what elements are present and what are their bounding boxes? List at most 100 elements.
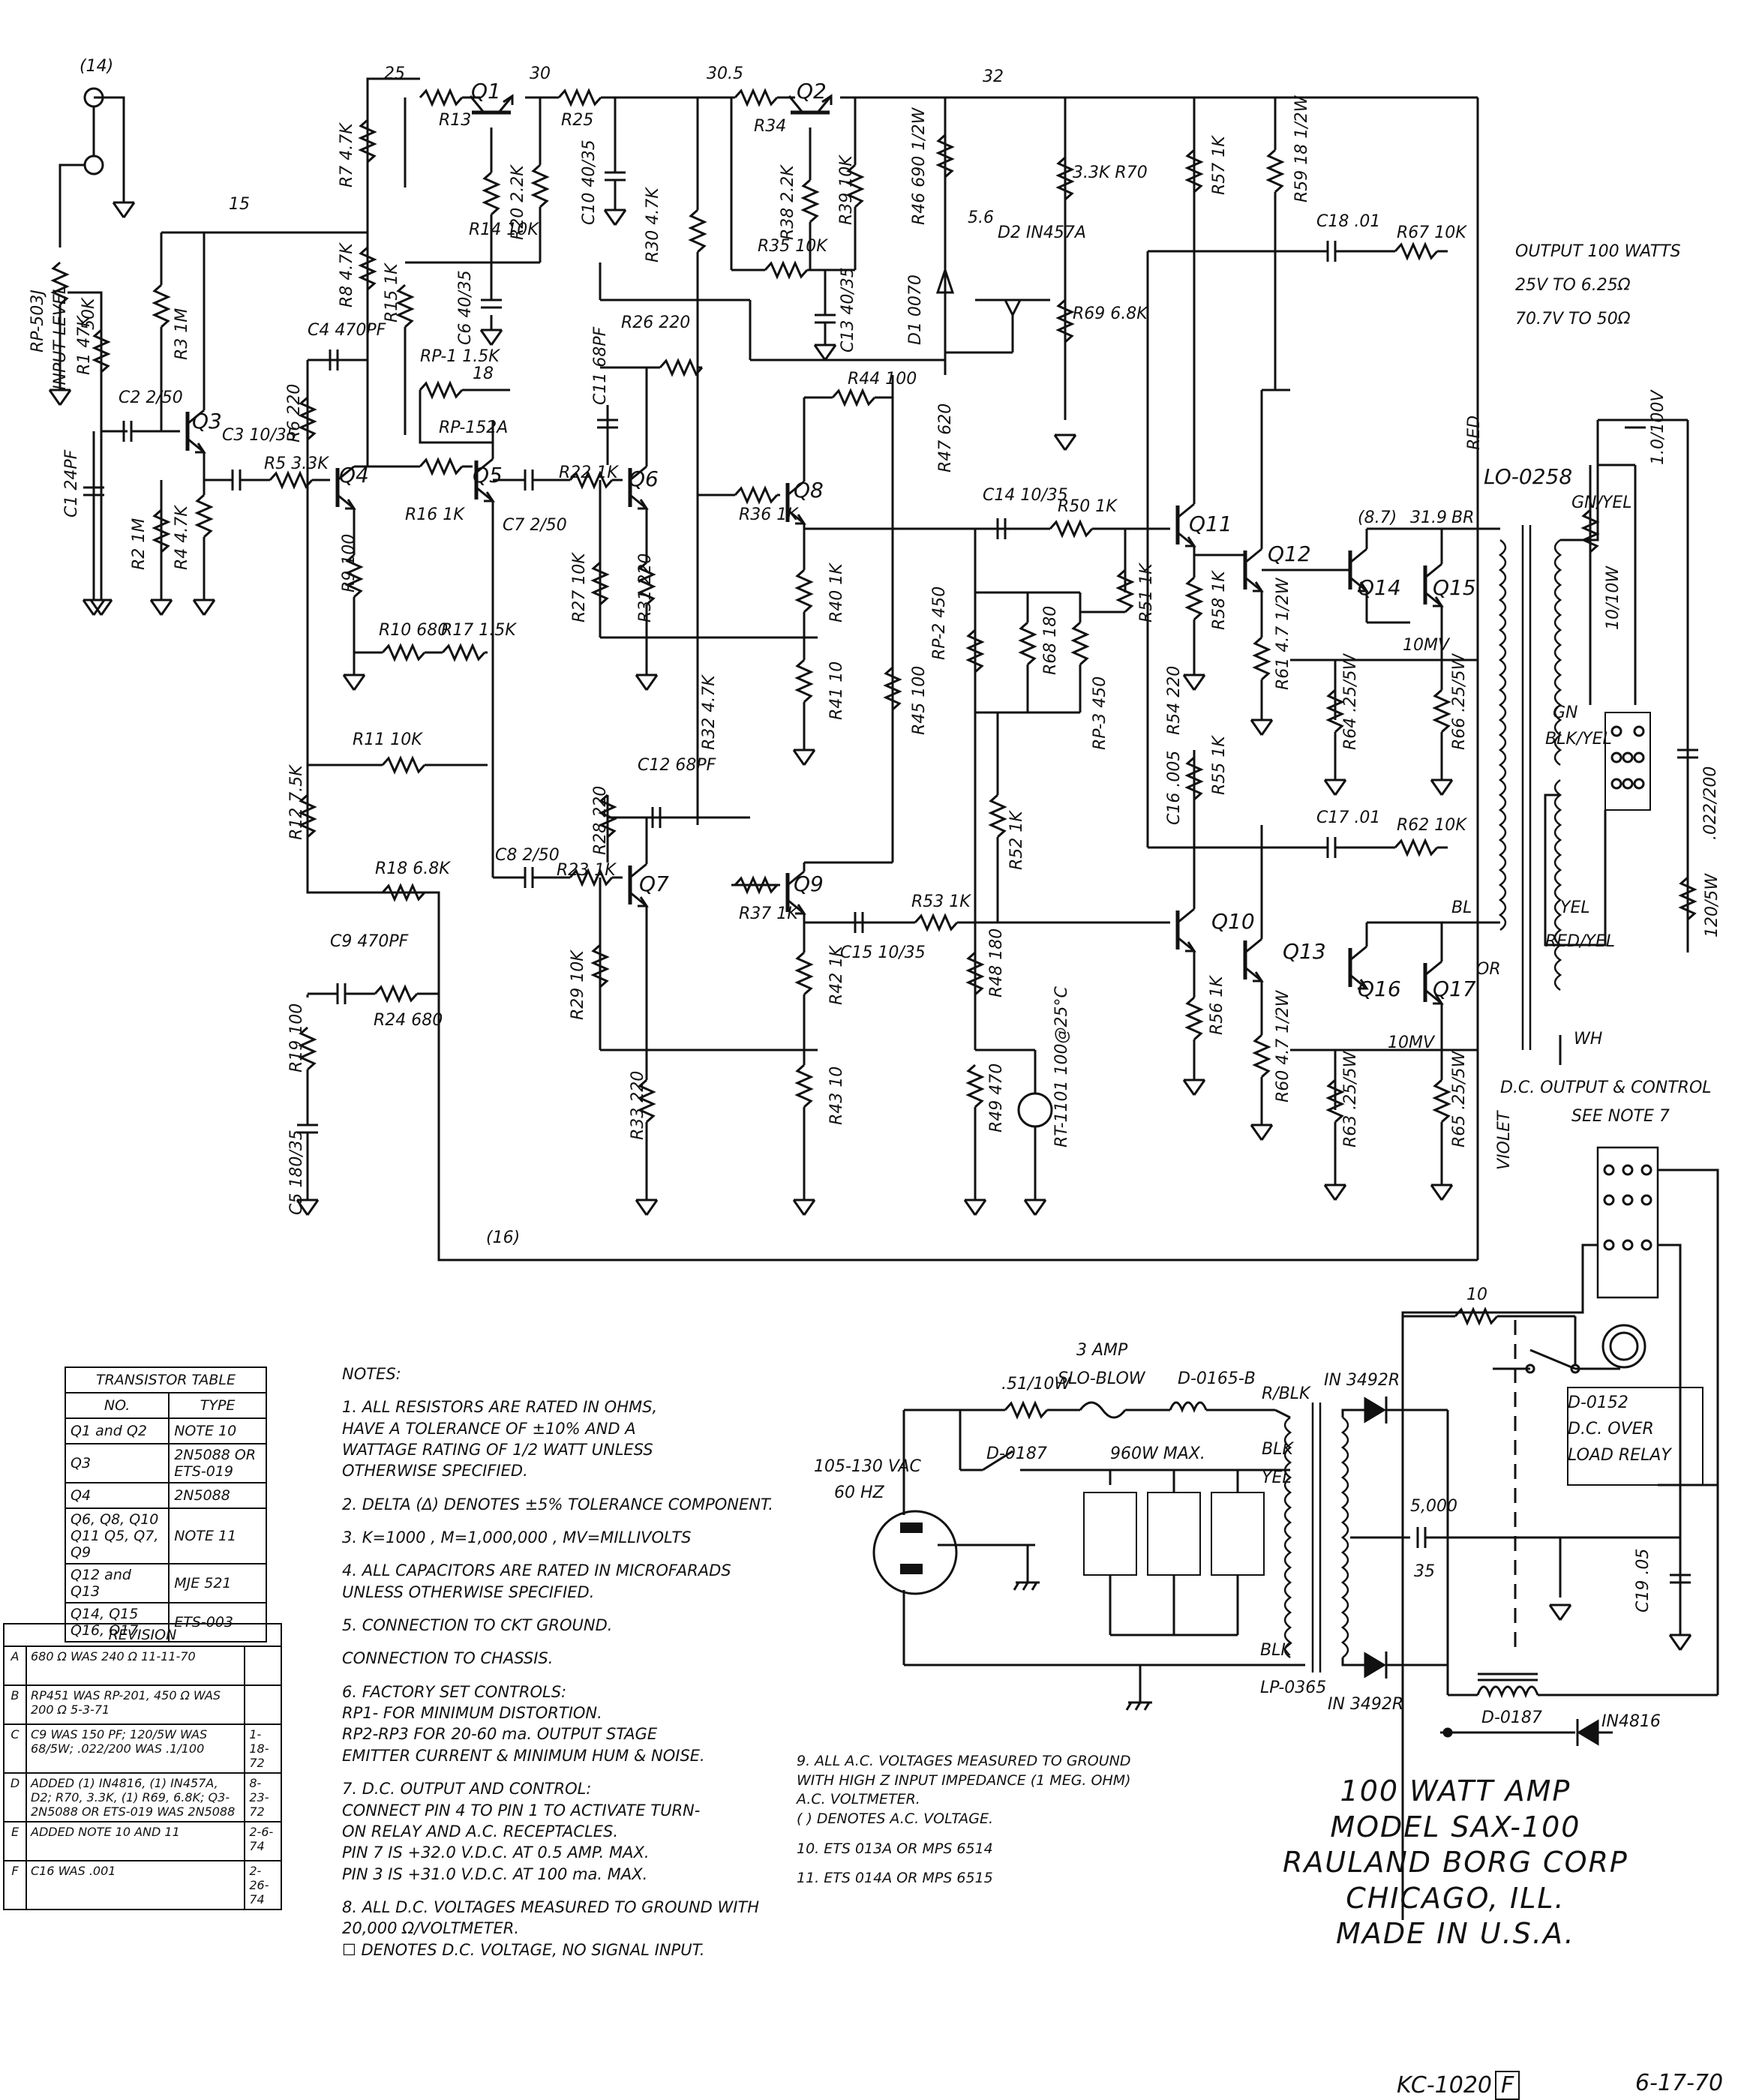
input-control-label: RP-503J xyxy=(29,290,47,352)
revision-letter: D xyxy=(3,1772,27,1822)
revision-letter: E xyxy=(3,1821,27,1862)
r38-label: R38 2.2K xyxy=(779,165,797,240)
node-32: 32 xyxy=(983,68,1004,86)
revision-date: 2-6-74 xyxy=(244,1821,282,1862)
br-label: BR xyxy=(1451,508,1475,527)
r45-label: R45 100 xyxy=(910,665,929,735)
node-8-7: (8.7) xyxy=(1358,508,1397,527)
power-max-label: 960W MAX. xyxy=(1110,1444,1205,1463)
revision-letter: A xyxy=(3,1646,27,1686)
note-7: 7. D.C. OUTPUT AND CONTROL: CONNECT PIN … xyxy=(342,1780,701,1883)
note-3: 3. K=1000 , M=1,000,000 , MV=MILLIVOLTS xyxy=(342,1528,692,1547)
rp1-label: RP-1 1.5K xyxy=(420,347,500,366)
rp2-label: RP-2 450 xyxy=(930,586,949,660)
notes-block: NOTES: 1. ALL RESISTORS ARE RATED IN OHM… xyxy=(342,1364,807,1972)
output-transformer-label: LO-0258 xyxy=(1484,464,1573,489)
c5-label: C5 180/35 xyxy=(287,1130,306,1215)
r2-label: R2 1M xyxy=(130,518,149,570)
transistor-table-head-type: TYPE xyxy=(168,1392,267,1419)
r1-label: R1 47K xyxy=(75,316,94,375)
blk2-label: BLK xyxy=(1260,1641,1292,1660)
yel-label: YEL xyxy=(1560,898,1590,917)
title-line-4: CHICAGO, ILL. xyxy=(1346,1881,1565,1915)
r15-label: R15 1K xyxy=(383,263,401,322)
table-cell: 2N5088 OR ETS-019 xyxy=(168,1443,267,1484)
q2-label: Q2 xyxy=(797,79,827,104)
r58-label: R58 1K xyxy=(1210,571,1229,630)
rblk-label: R/BLK xyxy=(1262,1384,1310,1403)
table-cell: MJE 521 xyxy=(168,1563,267,1604)
note-4: 4. ALL CAPACITORS ARE RATED IN MICROFARA… xyxy=(342,1562,731,1601)
rect-top-label: IN 3492R xyxy=(1324,1371,1400,1390)
blkyel-label: BLK/YEL xyxy=(1545,730,1612,748)
power-transformer-label: LP-0365 xyxy=(1260,1678,1327,1697)
r5-label: R5 3.3K xyxy=(264,454,329,473)
r49-label: R49 470 xyxy=(987,1063,1006,1132)
r34-label: R34 xyxy=(754,117,787,136)
q5-label: Q5 xyxy=(473,463,503,488)
note-1: 1. ALL RESISTORS ARE RATED IN OHMS, HAVE… xyxy=(342,1398,658,1480)
r6-label: R6 220 xyxy=(285,383,304,442)
c4-label: C4 470PF xyxy=(308,321,386,340)
rp3-label: RP-3 450 xyxy=(1091,676,1109,750)
input-level-label: INPUT LEVEL xyxy=(51,284,70,390)
r50-label: R50 1K xyxy=(1058,497,1117,516)
dc-output-label-1: D.C. OUTPUT & CONTROL xyxy=(1500,1078,1712,1097)
redyel-label: RED/YEL xyxy=(1545,932,1616,951)
c-out-label: 1.0/100V xyxy=(1649,390,1667,465)
rt1101-label: RT-1101 100@25°C xyxy=(1052,986,1071,1148)
node-25: 25 xyxy=(384,64,405,83)
r52-label: R52 1K xyxy=(1007,811,1026,870)
table-cell: NOTE 10 xyxy=(168,1418,267,1444)
r27-label: R27 10K xyxy=(570,553,589,622)
r29-label: R29 10K xyxy=(569,950,587,1020)
node-5-6: 5.6 xyxy=(968,208,994,227)
r17-label: R17 1.5K xyxy=(441,621,516,640)
r56-label: R56 1K xyxy=(1208,976,1226,1035)
filter-v-label: 35 xyxy=(1414,1562,1435,1581)
r67-label: R67 10K xyxy=(1397,224,1466,242)
r60-label: R60 4.7 1/2W xyxy=(1274,990,1292,1102)
c15-label: C15 10/35 xyxy=(840,944,926,962)
c1-label: C1 24PF xyxy=(62,449,81,518)
diode-label: IN4816 xyxy=(1601,1712,1661,1731)
node-30: 30 xyxy=(530,64,551,83)
c17-label: C17 .01 xyxy=(1316,808,1381,827)
mv-10-upper: 10MV xyxy=(1403,636,1450,655)
r11-label: R11 10K xyxy=(353,730,422,749)
filter-cap-label: 5,000 xyxy=(1410,1497,1457,1516)
r41-label: R41 10 xyxy=(827,661,846,720)
q14-label: Q14 xyxy=(1358,575,1401,600)
r23-label: R23 1K xyxy=(557,861,616,880)
table-cell: Q3 xyxy=(64,1443,170,1484)
r9-label: R9 100 xyxy=(340,533,359,592)
gn-label: GN xyxy=(1553,704,1578,722)
r7-label: R7 4.7K xyxy=(338,123,356,188)
r54-label: R54 220 xyxy=(1165,665,1184,735)
q15-label: Q15 xyxy=(1433,575,1476,600)
note-10: 10. ETS 013A OR MPS 6514 xyxy=(797,1840,993,1857)
r65-label: R65 .25/5W xyxy=(1450,1051,1469,1148)
r46-label: R46 690 1/2W xyxy=(910,107,929,225)
relay-choke-label: D-0187 xyxy=(1481,1708,1542,1727)
r57-label: R57 1K xyxy=(1210,136,1229,195)
r64-label: R64 .25/5W xyxy=(1341,653,1360,750)
r36-label: R36 1K xyxy=(739,506,798,524)
r16-label: R16 1K xyxy=(405,506,464,524)
c3-label: C3 10/35 xyxy=(222,426,297,445)
node-14: (14) xyxy=(80,57,114,76)
d1-label: D1 0070 xyxy=(906,274,925,345)
violet-wire-label: VIOLET xyxy=(1495,1111,1514,1170)
yel2-label: YEL xyxy=(1262,1468,1292,1487)
title-line-5: MADE IN U.S.A. xyxy=(1336,1917,1575,1950)
blk-label: BLK xyxy=(1262,1440,1293,1459)
r44-label: R44 100 xyxy=(848,370,917,388)
r33-label: R33 220 xyxy=(629,1070,647,1140)
r47-label: R47 620 xyxy=(936,403,955,472)
q4-label: Q4 xyxy=(339,463,369,488)
r-relay-label: 10 xyxy=(1466,1286,1487,1304)
